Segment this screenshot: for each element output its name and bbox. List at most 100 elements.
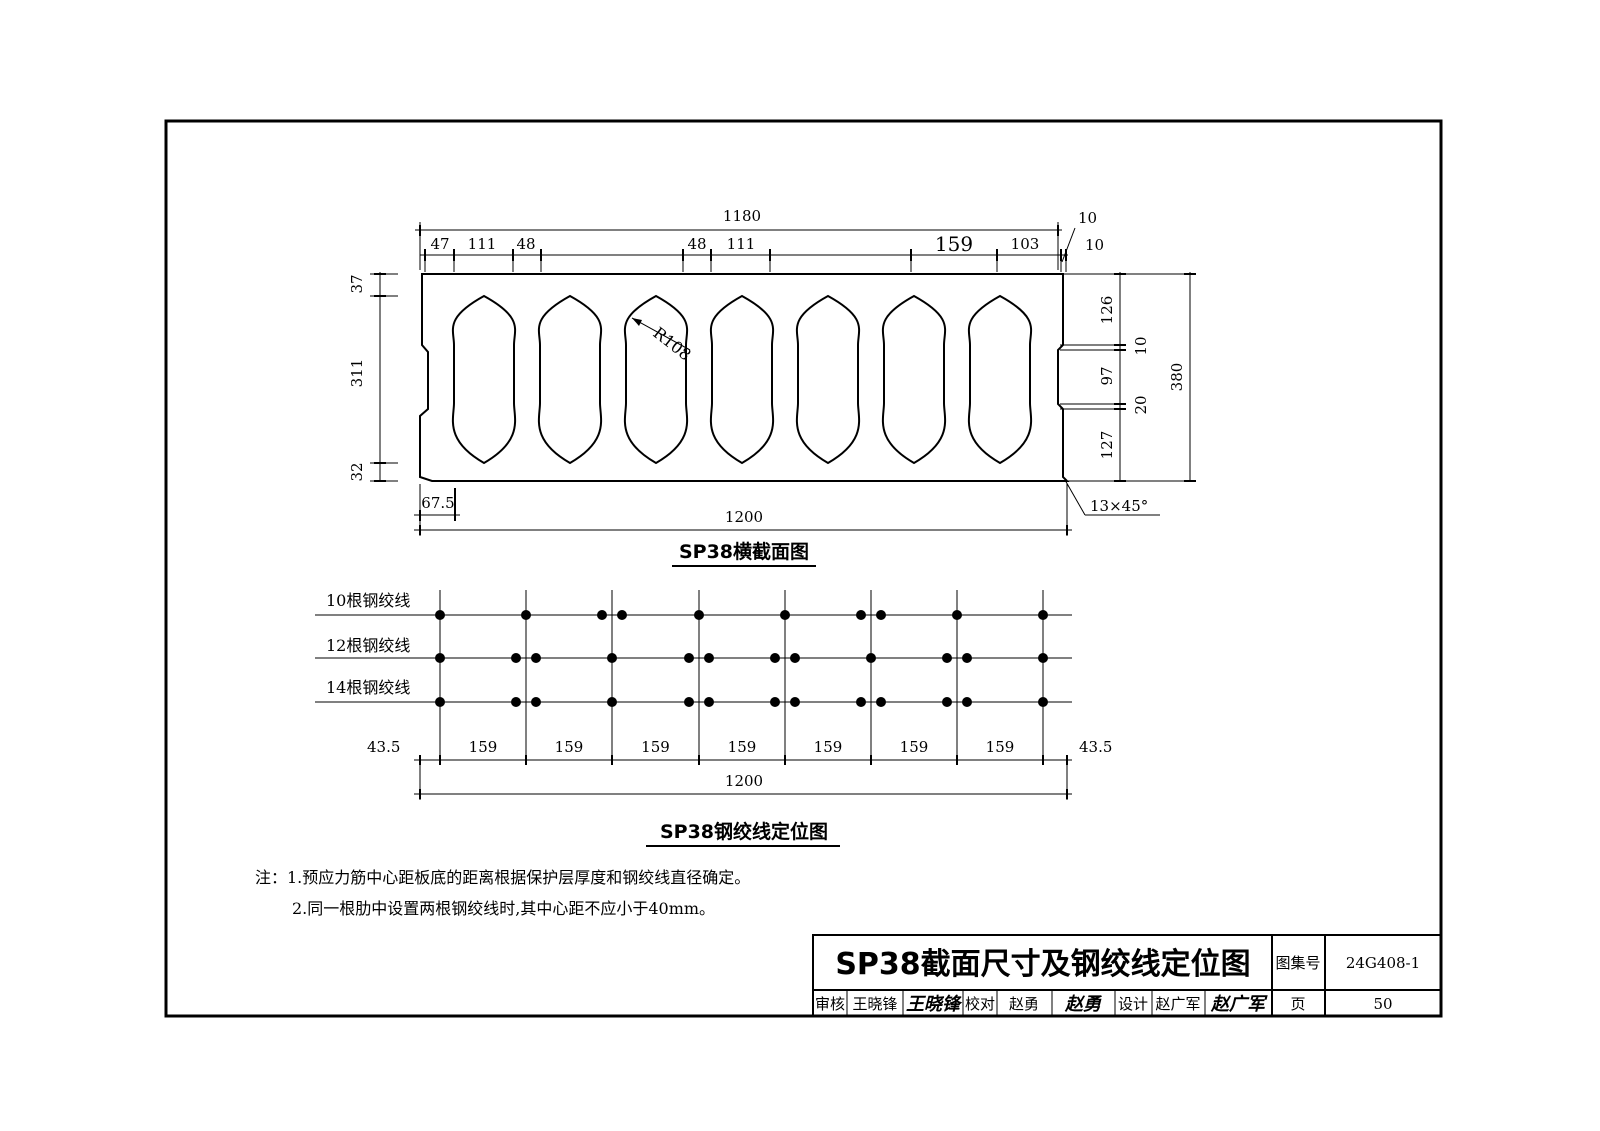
dim-right-380: 380	[1168, 363, 1186, 392]
strand-dot	[531, 697, 541, 707]
designer-signature: 赵广军	[1210, 994, 1268, 1015]
row-label-10: 10根钢绞线	[326, 591, 410, 610]
strand-dot	[531, 653, 541, 663]
strand-dot	[684, 653, 694, 663]
title-block-border	[812, 934, 1442, 1017]
title-block: SP38截面尺寸及钢绞线定位图 图集号 24G408-1 审核 王晓锋 王晓锋 …	[812, 934, 1442, 1017]
strand-dot	[435, 697, 445, 707]
dim-bottom-67-5: 67.5	[421, 494, 454, 512]
strand-dots	[435, 610, 1048, 707]
strand-dot	[684, 697, 694, 707]
atlas-number: 24G408-1	[1346, 954, 1420, 972]
radius-arrow	[632, 318, 642, 326]
dim-top-159: 159	[935, 232, 973, 256]
chamfer-leader	[1064, 479, 1086, 516]
hollow-core-7	[967, 294, 1033, 465]
spacing-label: 159	[469, 738, 498, 756]
note-line-1: 注：1.预应力筋中心距板底的距离根据保护层厚度和钢绞线直径确定。	[255, 868, 750, 887]
strand-dot	[511, 653, 521, 663]
dim-right-97: 97	[1098, 366, 1116, 385]
dim-top-111a: 111	[468, 235, 497, 253]
spacing-label: 159	[641, 738, 670, 756]
dim-left-32: 32	[348, 462, 366, 481]
dim-top-48b: 48	[687, 235, 706, 253]
hollow-core-3	[623, 294, 689, 465]
cross-section: R108 1180 47 111 48 48 111 159 103 10 10…	[348, 207, 1196, 567]
check-label: 校对	[965, 995, 995, 1013]
hollow-core-4	[709, 294, 775, 465]
right-ticks	[1060, 273, 1196, 482]
design-label: 设计	[1118, 995, 1148, 1013]
spacing-label: 159	[814, 738, 843, 756]
strand-dot	[1038, 610, 1048, 620]
dim-top-103: 103	[1011, 235, 1040, 253]
leader	[1061, 227, 1076, 263]
strand-dot	[607, 697, 617, 707]
strand-dot	[704, 653, 714, 663]
dim-top-10: 10	[1085, 236, 1104, 254]
dim-top-111b: 111	[727, 235, 756, 253]
row-label-12: 12根钢绞线	[326, 636, 410, 655]
note-line-2: 2.同一根肋中设置两根钢绞线时,其中心距不应小于40mm。	[292, 899, 715, 918]
strand-dot	[694, 610, 704, 620]
strand-dot	[856, 610, 866, 620]
strand-dot	[770, 697, 780, 707]
spacing-label: 159	[900, 738, 929, 756]
strand-dot	[952, 610, 962, 620]
review-label: 审核	[815, 995, 845, 1013]
atlas-label: 图集号	[1275, 954, 1320, 972]
strand-dot	[704, 697, 714, 707]
hollow-core-5	[795, 294, 861, 465]
strand-dot	[435, 610, 445, 620]
dim-right-20: 20	[1132, 395, 1150, 414]
spacing-label: 159	[728, 738, 757, 756]
strand-dot	[617, 610, 627, 620]
dim-top-48a: 48	[516, 235, 535, 253]
strand-dot	[790, 697, 800, 707]
edge-dim-right: 43.5	[1079, 738, 1112, 756]
strand-dot	[866, 653, 876, 663]
strand-dot	[856, 697, 866, 707]
dim-right-126: 126	[1098, 296, 1116, 325]
page-number: 50	[1373, 995, 1392, 1013]
dim-right-10: 10	[1132, 336, 1150, 355]
page-label: 页	[1290, 995, 1305, 1013]
hollow-core-6	[881, 294, 947, 465]
drawing-title: SP38截面尺寸及钢绞线定位图	[835, 947, 1250, 982]
dim-left-311: 311	[348, 359, 366, 388]
dim-top-right-10: 10	[1078, 209, 1097, 227]
strand-layout-caption: SP38钢绞线定位图	[660, 820, 828, 843]
hollow-core-2	[537, 294, 603, 465]
strand-dot	[521, 610, 531, 620]
sheet-frame	[164, 119, 1443, 1018]
dim-top-47: 47	[430, 235, 449, 253]
chamfer-label: 13×45°	[1090, 497, 1148, 515]
reviewer-name: 王晓锋	[852, 995, 897, 1013]
strand-dot	[597, 610, 607, 620]
radius-leader	[631, 317, 691, 351]
strand-dot	[876, 697, 886, 707]
strand-dot	[962, 697, 972, 707]
dim-bottom-overall: 1200	[725, 508, 763, 526]
cross-section-caption: SP38横截面图	[679, 540, 809, 563]
hollow-core-1	[451, 294, 517, 465]
dim-right-127: 127	[1098, 431, 1116, 460]
row-label-14: 14根钢绞线	[326, 678, 410, 697]
strand-dot	[511, 697, 521, 707]
top-detail-ticks	[424, 249, 1067, 272]
strand-dot	[770, 653, 780, 663]
strand-dot	[1038, 653, 1048, 663]
dim-top-overall: 1180	[723, 207, 761, 225]
designer-name: 赵广军	[1155, 995, 1200, 1013]
hollow-cores	[451, 294, 1033, 465]
strand-overall-dim: 1200	[725, 772, 763, 790]
strand-dot	[607, 653, 617, 663]
checker-signature: 赵勇	[1064, 994, 1103, 1015]
strand-dot	[435, 653, 445, 663]
strand-dot	[876, 610, 886, 620]
spacing-label: 159	[986, 738, 1015, 756]
strand-dot	[790, 653, 800, 663]
reviewer-signature: 王晓锋	[906, 994, 963, 1015]
